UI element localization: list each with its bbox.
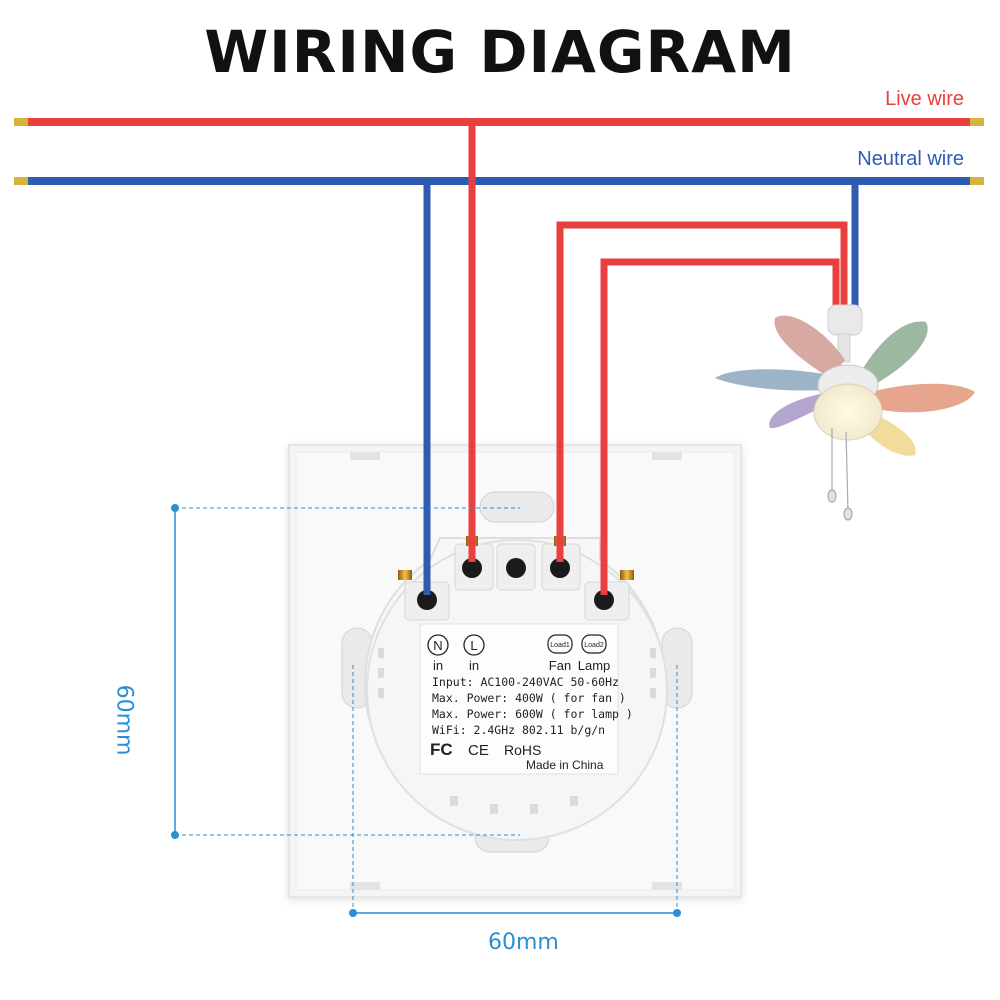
terminal-n-symbol: N bbox=[433, 638, 442, 653]
fan-load-wire bbox=[556, 221, 848, 562]
terminal-load1-symbol: Load1 bbox=[550, 642, 570, 649]
neutral-wire-label: Neutral wire bbox=[857, 148, 964, 170]
terminal-l-caption: in bbox=[469, 658, 479, 673]
height-dimension-label: 60mm bbox=[111, 684, 137, 756]
diagram-title: WIRING DIAGRAM bbox=[204, 18, 796, 86]
spec-power-fan: Max. Power: 400W ( for fan ) bbox=[432, 691, 626, 705]
terminal-load2-symbol: Load2 bbox=[584, 642, 604, 649]
terminal-n-caption: in bbox=[433, 658, 443, 673]
terminal-load1-icon bbox=[547, 634, 573, 654]
width-dimension bbox=[349, 665, 681, 917]
ce-mark-icon: CE bbox=[468, 742, 489, 759]
made-in-label: Made in China bbox=[526, 758, 604, 772]
spec-input: Input: AC100-240VAC 50-60Hz bbox=[432, 675, 619, 689]
terminal-l-symbol: L bbox=[470, 638, 477, 653]
fc-mark-icon: FC bbox=[430, 740, 453, 759]
terminal-load2-caption: Lamp bbox=[578, 658, 611, 673]
height-dimension bbox=[171, 504, 520, 839]
terminal-load2-icon bbox=[581, 634, 607, 654]
width-dimension-label: 60mm bbox=[488, 930, 559, 955]
ceiling-fan-icon bbox=[715, 304, 975, 521]
terminal-n-icon bbox=[427, 634, 449, 656]
neutral-wire bbox=[14, 177, 984, 185]
rohs-mark-icon: RoHS bbox=[504, 742, 541, 758]
spec-power-lamp: Max. Power: 600W ( for lamp ) bbox=[432, 707, 633, 721]
terminal-l-icon bbox=[463, 634, 485, 656]
spec-wifi: WiFi: 2.4GHz 802.11 b/g/n bbox=[432, 723, 605, 737]
spec-label: N in L in Load1 Fan Load2 Lamp Input: AC… bbox=[419, 623, 633, 775]
live-wire-label: Live wire bbox=[885, 88, 964, 110]
live-wire bbox=[14, 118, 984, 126]
terminal-load1-caption: Fan bbox=[549, 658, 571, 673]
lamp-load-wire bbox=[600, 258, 840, 595]
